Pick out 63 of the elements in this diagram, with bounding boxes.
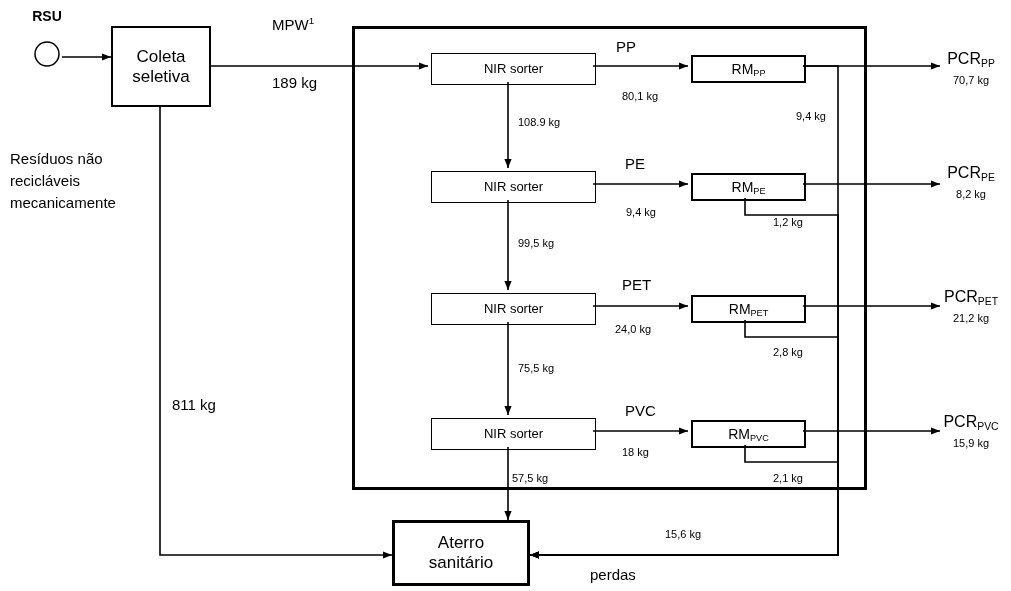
mass-label: 15,9 kg [952, 437, 990, 451]
flow-arrow [210, 62, 429, 70]
flow-arrow [504, 199, 512, 291]
box-label: NIR sorter [483, 301, 544, 317]
source-label: RSU [32, 8, 62, 25]
flow-arrow [504, 321, 512, 416]
recycling-box [691, 295, 806, 323]
output-label: PCR$_{PE}$ [947, 164, 995, 183]
mass-label: 24,0 kg [615, 323, 652, 335]
box-label: RM$_{PE}$ [731, 178, 766, 196]
process-box [111, 26, 211, 107]
sorter-box [431, 53, 596, 85]
box-label: NIR sorter [483, 61, 544, 77]
mass-label: perdas [590, 566, 636, 583]
edge-label: 9,4 kg [796, 110, 826, 122]
edge-label: 75,5 kg [518, 362, 555, 374]
flow-arrow [802, 302, 941, 310]
recycling-box [691, 173, 806, 201]
flow-arrow [592, 180, 689, 188]
output-label: PCR$_{PP}$ [947, 50, 995, 69]
flow-arrow [61, 53, 112, 61]
flow-arrow [504, 81, 512, 169]
box-label: RM$_{PET}$ [728, 300, 769, 318]
sorter-box [431, 293, 596, 325]
flow-arrow [529, 444, 839, 559]
edge-label: 811 kg [172, 396, 216, 413]
box-label: NIR sorter [483, 179, 544, 195]
recycling-box [691, 55, 806, 83]
flow-arrow [802, 180, 941, 188]
flow-arrow [504, 446, 512, 521]
mass-label: 70,7 kg [952, 74, 990, 88]
flow-arrow [592, 302, 689, 310]
output-label: PCR$_{PVC}$ [943, 413, 999, 432]
output-label: PCR$_{PET}$ [944, 288, 998, 307]
box-label: Coleta seletiva [131, 46, 191, 87]
edge-label: 2,1 kg [773, 472, 803, 484]
box-label: RM$_{PP}$ [731, 60, 766, 78]
flow-arrow [159, 106, 393, 559]
flow-arrow [592, 62, 689, 70]
mass-label: 80,1 kg [622, 90, 659, 102]
mass-label: 15,6 kg [665, 528, 702, 540]
sorting-plant-frame [352, 26, 867, 490]
recycling-box [691, 420, 806, 448]
note-text: Resíduos não recicláveis mecanicamente [10, 149, 117, 213]
edge-label: 99,5 kg [518, 237, 555, 249]
box-label: RM$_{PVC}$ [728, 425, 769, 443]
sorter-box [431, 171, 596, 203]
edge-label: 108.9 kg [518, 116, 561, 128]
sorter-box [431, 418, 596, 450]
edge-label: MPW$^{1}$ [272, 16, 315, 33]
mass-label: 18 kg [622, 446, 649, 458]
edge-label: 57,5 kg [512, 472, 549, 484]
mass-label: 21,2 kg [952, 312, 990, 326]
edge-label: 2,8 kg [773, 346, 803, 358]
box-label: NIR sorter [483, 426, 544, 442]
landfill-box [392, 520, 530, 586]
mass-label: 189 kg [272, 74, 318, 91]
edge-label: 1,2 kg [773, 216, 803, 228]
box-label: Aterro sanitário [427, 533, 495, 573]
flow-arrow [592, 427, 689, 435]
flow-arrow [802, 427, 941, 435]
mass-label: 8,2 kg [956, 188, 986, 202]
mass-label: 9,4 kg [626, 206, 656, 218]
